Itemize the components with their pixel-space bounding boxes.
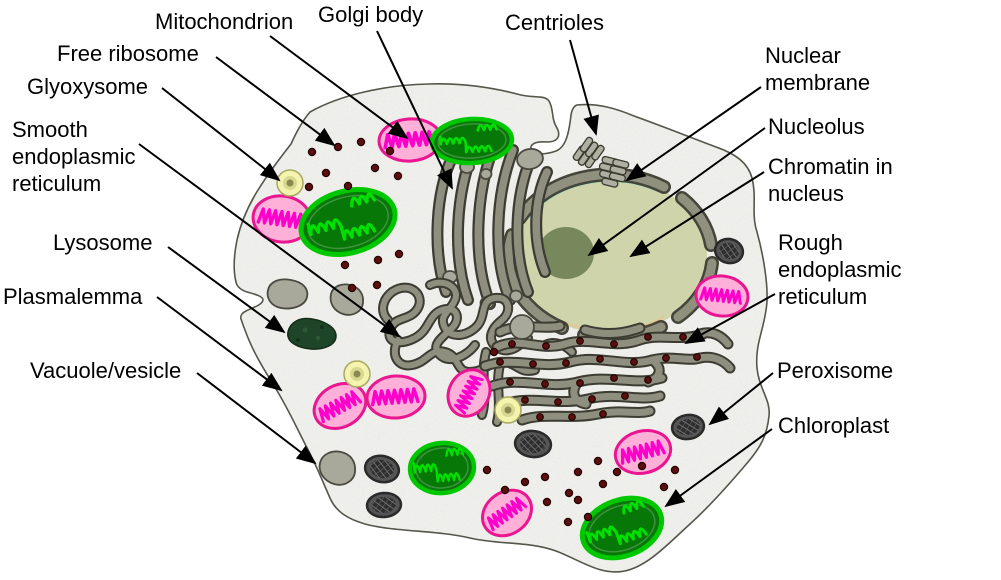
label-free-ribosome: Free ribosome xyxy=(57,41,199,66)
label-peroxisome: Peroxisome xyxy=(777,358,894,383)
label-mitochondrion: Mitochondrion xyxy=(155,9,294,34)
label-smooth-endoplasmic-reticulum: Smooth endoplasmic reticulum xyxy=(12,117,136,196)
peroxisome xyxy=(365,491,403,519)
label-centrioles: Centrioles xyxy=(505,10,605,35)
mitochondrion xyxy=(365,374,427,420)
nucleolus xyxy=(538,227,594,279)
golgi-vesicle xyxy=(479,168,493,180)
golgi-vesicle xyxy=(509,289,523,303)
peroxisome xyxy=(363,454,401,484)
peroxisome xyxy=(513,429,553,459)
label-lysosome: Lysosome xyxy=(53,230,153,255)
chloroplast xyxy=(579,495,665,561)
chloroplast xyxy=(407,440,477,496)
mitochondrion xyxy=(446,368,492,418)
vesicle xyxy=(509,314,535,340)
label-chloroplast: Chloroplast xyxy=(778,413,890,438)
vacuole xyxy=(329,283,364,316)
label-glyoxysome: Glyoxysome xyxy=(27,74,149,99)
vacuole xyxy=(266,278,309,310)
chloroplast xyxy=(429,116,515,166)
vacuole xyxy=(516,147,544,171)
glyoxysome xyxy=(494,396,522,424)
label-nuclear-membrane: Nuclear membrane xyxy=(765,43,871,95)
mitochondrion xyxy=(312,382,368,430)
mitochondrion xyxy=(481,488,533,538)
label-nucleolus: Nucleolus xyxy=(768,114,865,139)
glyoxysome xyxy=(343,360,371,388)
label-golgi-body: Golgi body xyxy=(318,2,424,27)
vacuole xyxy=(318,450,356,486)
label-chromatin-in-nucleus: Chromatin in nucleus xyxy=(768,154,893,206)
glyoxysome xyxy=(276,169,304,197)
label-plasmalemma: Plasmalemma xyxy=(3,284,143,309)
label-rough-endoplasmic-reticulum: Rough endoplasmic reticulum xyxy=(778,230,902,309)
er-ribosomes xyxy=(496,333,701,421)
label-vacuole-vesicle: Vacuole/vesicle xyxy=(30,358,182,383)
